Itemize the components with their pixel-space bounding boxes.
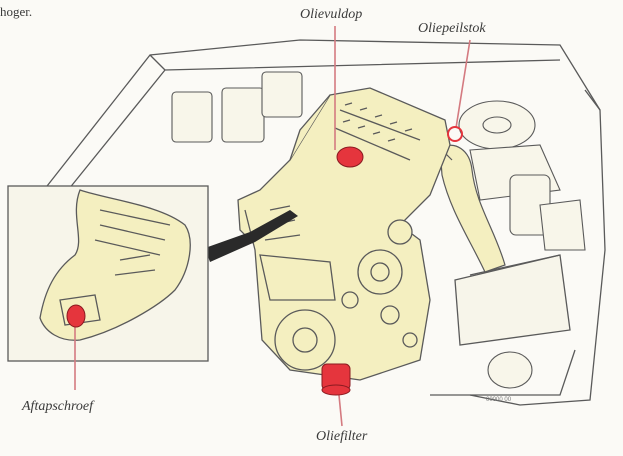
image-code: 00000 00 <box>486 397 512 403</box>
inset-detail <box>7 185 209 362</box>
engine-bay-outline <box>39 39 606 406</box>
dipstick-marker <box>447 126 463 142</box>
label-drain-plug: Aftapschroef <box>22 399 94 414</box>
label-oil-filter: Oliefilter <box>316 429 368 444</box>
background-components <box>171 71 586 389</box>
engine-block <box>237 87 451 381</box>
highlighted-parts <box>66 126 463 396</box>
drain-plug-marker <box>66 304 86 328</box>
oil-cap-marker <box>336 146 364 168</box>
text-fragment: hoger. <box>0 4 33 19</box>
leader-dipstick <box>455 39 471 129</box>
oil-filter-marker <box>321 363 351 396</box>
label-oil-cap: Olievuldop <box>300 7 363 22</box>
connector-band <box>205 210 298 262</box>
label-dipstick: Oliepeilstok <box>418 21 486 36</box>
